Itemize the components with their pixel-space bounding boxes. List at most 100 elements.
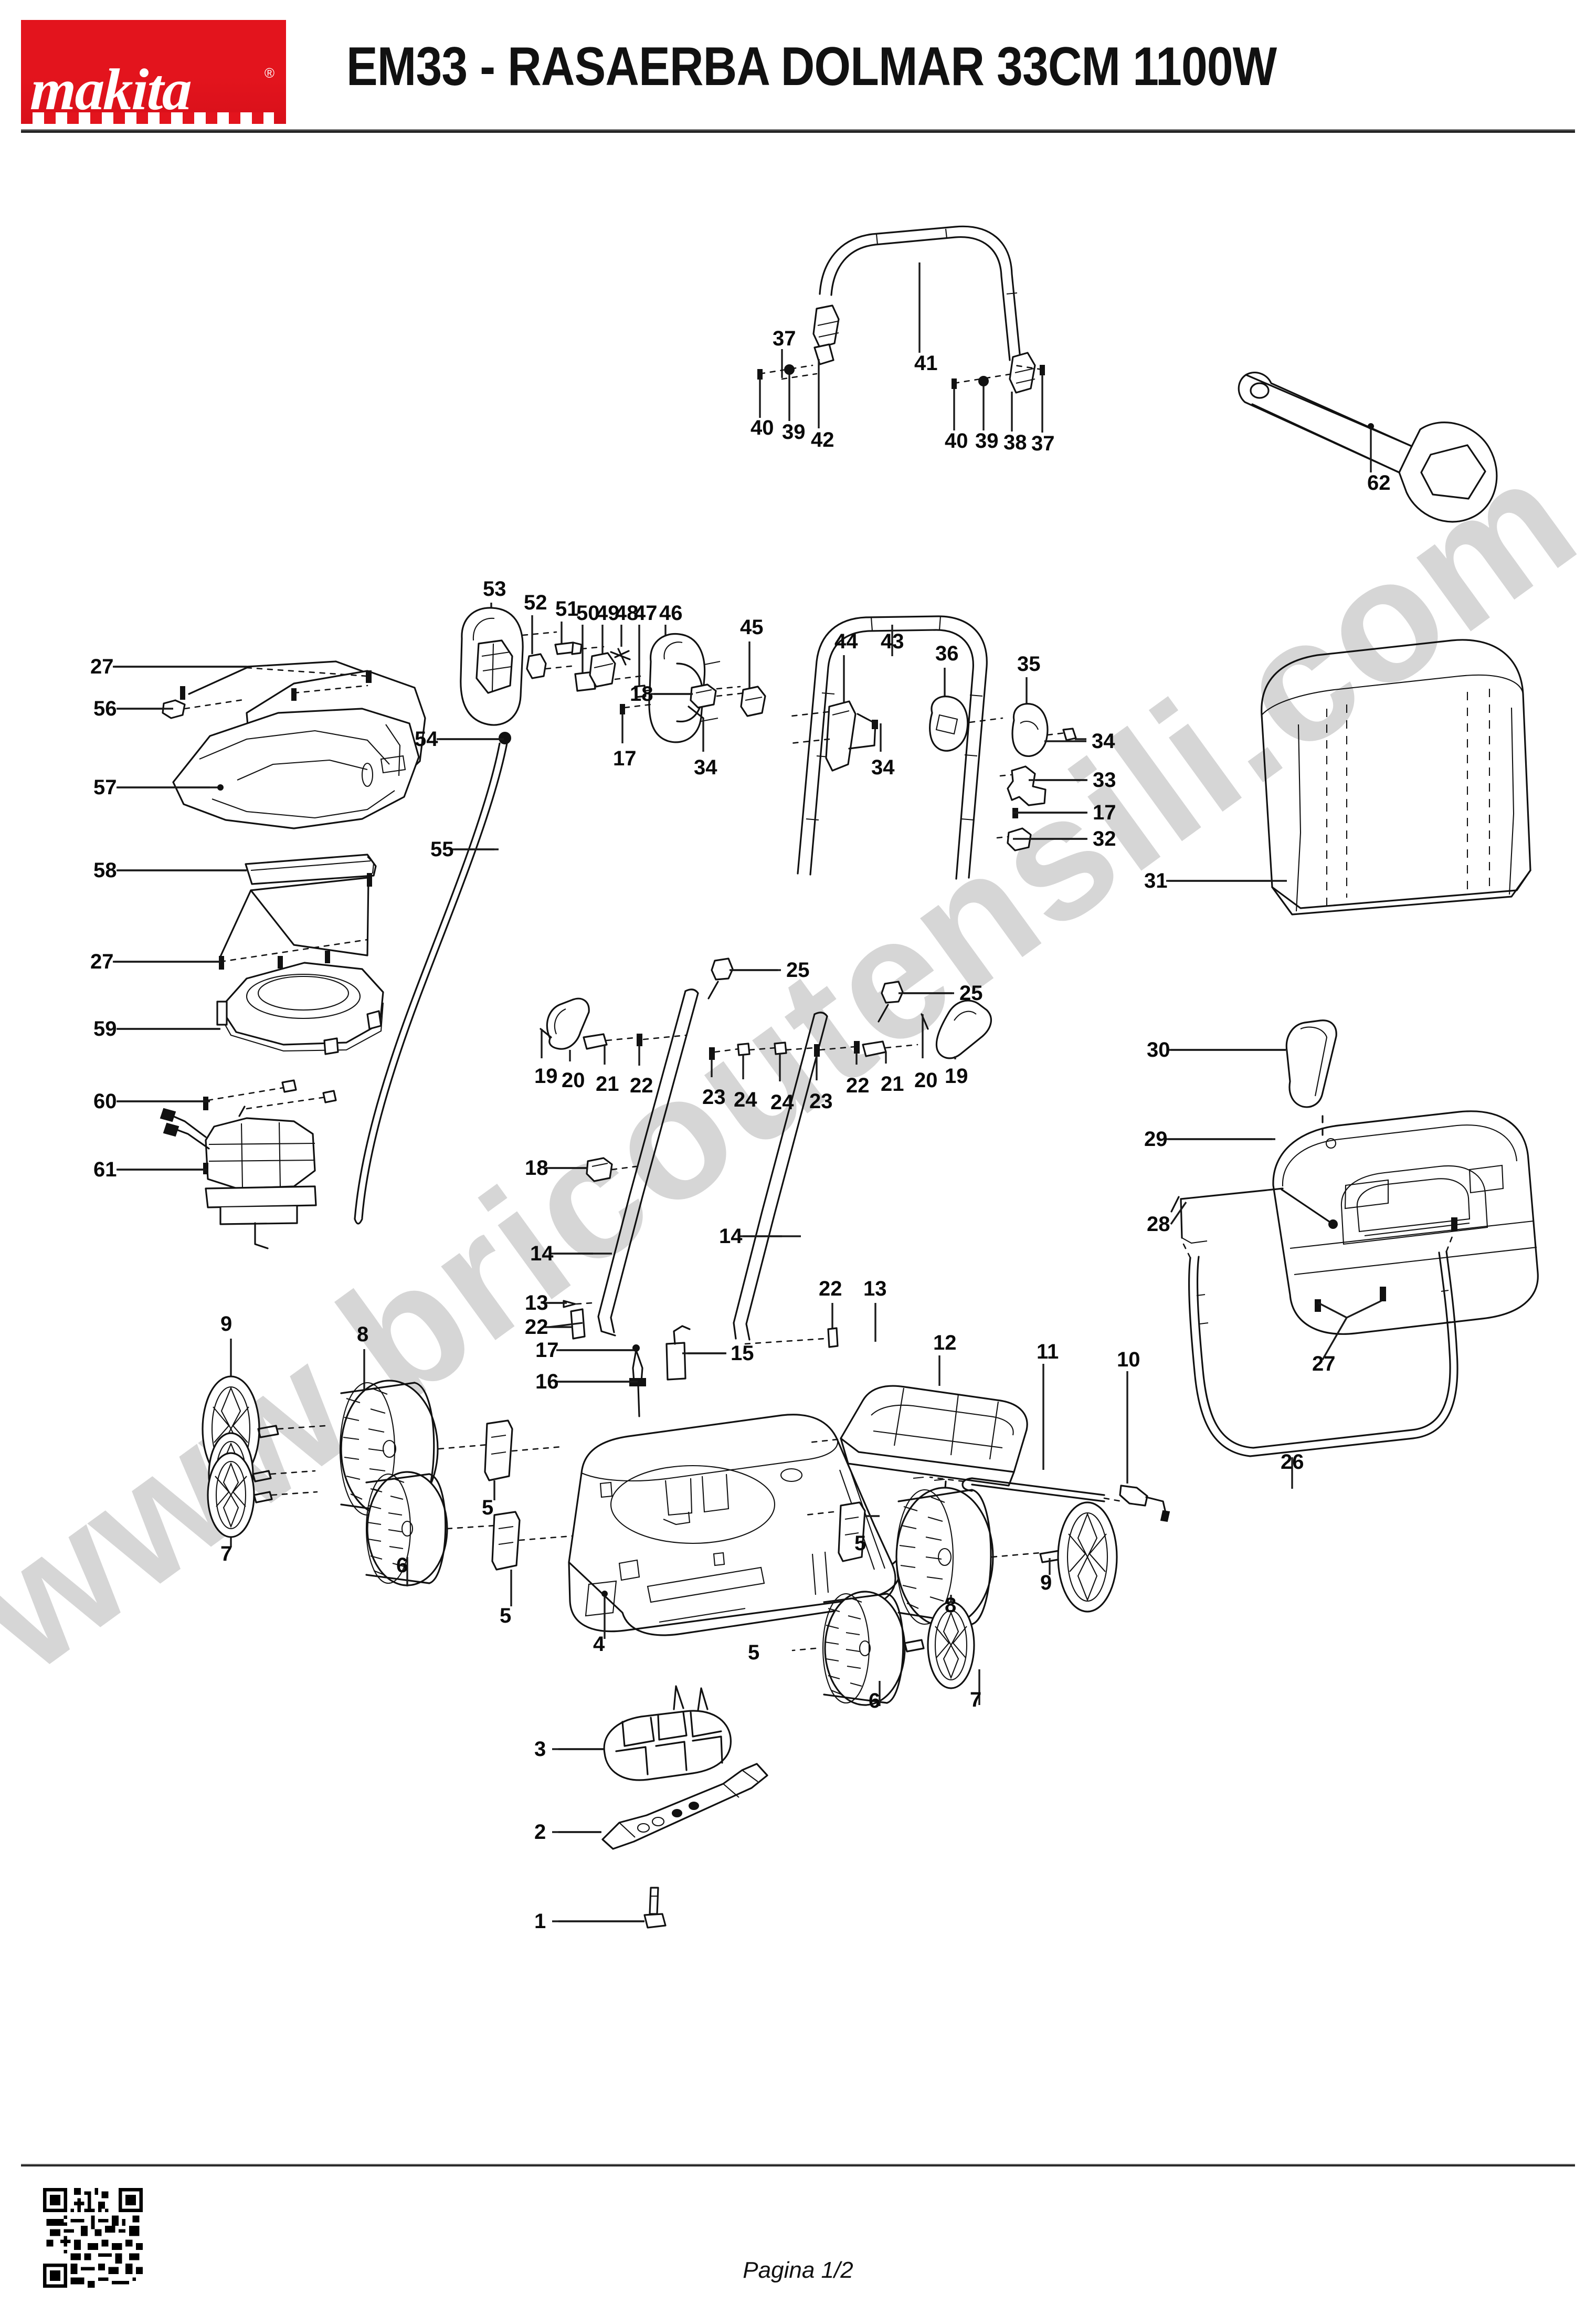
callout-number-51: 51: [555, 597, 579, 620]
callout-number-20: 20: [914, 1069, 938, 1092]
callout-number-5: 5: [748, 1641, 760, 1664]
callout-number-16: 16: [535, 1370, 559, 1393]
callout-number-35: 35: [1017, 653, 1041, 676]
callout-number-29: 29: [1144, 1128, 1168, 1151]
callout-number-24: 24: [770, 1091, 794, 1114]
callout-number-5: 5: [854, 1532, 866, 1555]
callout-number-50: 50: [576, 602, 600, 625]
callout-number-60: 60: [93, 1090, 117, 1113]
callout-number-6: 6: [396, 1554, 408, 1577]
callout-number-38: 38: [1003, 431, 1027, 454]
callout-number-10: 10: [1117, 1348, 1140, 1371]
callout-number-45: 45: [740, 616, 764, 639]
callout-number-14: 14: [530, 1242, 554, 1265]
callout-number-22: 22: [819, 1277, 842, 1300]
callout-number-13: 13: [863, 1277, 887, 1300]
callout-number-17: 17: [1093, 801, 1116, 824]
page-title: EM33 - RASAERBA DOLMAR 33CM 1100W: [346, 36, 1277, 97]
callout-number-33: 33: [1093, 769, 1116, 792]
callout-number-2: 2: [534, 1821, 546, 1844]
callout-number-15: 15: [731, 1342, 754, 1365]
callout-number-43: 43: [881, 630, 904, 653]
callout-number-47: 47: [634, 602, 658, 625]
callout-number-34: 34: [1092, 730, 1115, 753]
callout-number-17: 17: [535, 1339, 559, 1362]
callout-number-37: 37: [773, 327, 796, 350]
callout-number-8: 8: [945, 1594, 957, 1617]
callout-number-62: 62: [1367, 471, 1391, 495]
callout-number-21: 21: [596, 1072, 619, 1096]
callout-number-20: 20: [562, 1069, 585, 1092]
callout-number-23: 23: [702, 1086, 726, 1109]
callout-number-1: 1: [534, 1910, 546, 1933]
callout-number-14: 14: [719, 1225, 743, 1248]
callout-number-30: 30: [1147, 1038, 1170, 1061]
callout-number-19: 19: [945, 1065, 968, 1088]
callout-number-22: 22: [846, 1074, 870, 1097]
callout-number-54: 54: [415, 728, 438, 751]
callout-number-31: 31: [1144, 869, 1168, 892]
callout-number-46: 46: [659, 602, 683, 625]
callout-number-57: 57: [93, 776, 117, 799]
callout-number-42: 42: [811, 428, 834, 451]
callout-number-6: 6: [869, 1689, 881, 1712]
callout-number-13: 13: [525, 1291, 548, 1314]
callout-number-32: 32: [1093, 827, 1116, 850]
callout-number-36: 36: [935, 642, 959, 665]
page-number-label: Pagina 1/2: [743, 2257, 853, 2283]
callout-number-52: 52: [524, 591, 547, 614]
callout-number-41: 41: [914, 352, 938, 375]
callout-number-5: 5: [500, 1604, 512, 1627]
callout-number-17: 17: [613, 747, 637, 770]
callout-number-28: 28: [1147, 1213, 1170, 1236]
callout-number-27: 27: [90, 950, 114, 973]
callout-number-11: 11: [1037, 1340, 1059, 1363]
logo-slash-pattern: [33, 112, 274, 124]
callout-number-55: 55: [430, 838, 454, 861]
callout-number-22: 22: [525, 1316, 548, 1339]
callout-number-37: 37: [1031, 432, 1055, 455]
callout-leader-lines: [114, 666, 1286, 1922]
callout-number-25: 25: [786, 959, 810, 982]
qr-code-icon[interactable]: [43, 2188, 143, 2288]
callout-number-40: 40: [945, 429, 968, 453]
callout-number-3: 3: [534, 1738, 546, 1761]
callout-number-4: 4: [593, 1633, 605, 1656]
callout-number-24: 24: [734, 1088, 757, 1111]
callout-number-48: 48: [615, 602, 639, 625]
callout-number-19: 19: [534, 1065, 558, 1088]
callout-number-34: 34: [694, 756, 717, 779]
callout-number-9: 9: [220, 1312, 232, 1335]
callout-number-27: 27: [90, 655, 114, 678]
callout-number-9: 9: [1040, 1571, 1052, 1594]
callout-number-34: 34: [871, 756, 895, 779]
callout-number-18: 18: [630, 682, 653, 706]
registered-trademark-icon: ®: [264, 65, 274, 81]
callout-number-27: 27: [1312, 1352, 1336, 1375]
callout-number-39: 39: [782, 420, 806, 444]
callout-number-8: 8: [357, 1323, 369, 1346]
callout-number-53: 53: [483, 577, 506, 601]
callout-number-7: 7: [220, 1542, 232, 1565]
callout-number-18: 18: [525, 1156, 548, 1180]
callout-number-39: 39: [975, 429, 999, 453]
callout-number-22: 22: [630, 1074, 653, 1097]
callout-number-44: 44: [834, 630, 858, 653]
page-header: makita ® EM33 - RASAERBA DOLMAR 33CM 110…: [0, 0, 1596, 136]
callout-number-23: 23: [809, 1090, 833, 1113]
callout-number-49: 49: [596, 602, 620, 625]
callout-number-7: 7: [970, 1688, 982, 1711]
header-divider: [21, 129, 1575, 133]
callout-number-26: 26: [1281, 1450, 1304, 1474]
callout-number-59: 59: [93, 1017, 117, 1040]
makita-logo: makita ®: [21, 20, 286, 124]
callout-number-5: 5: [482, 1496, 494, 1519]
callout-number-61: 61: [93, 1158, 117, 1181]
footer-divider: [21, 2164, 1575, 2166]
callout-number-21: 21: [881, 1072, 904, 1096]
callout-number-40: 40: [751, 416, 774, 439]
callout-number-25: 25: [959, 982, 983, 1005]
callout-number-56: 56: [93, 697, 117, 720]
callout-number-58: 58: [93, 859, 117, 882]
exploded-parts-diagram: .ln{fill:none;stroke:#111;stroke-width:3…: [0, 136, 1596, 2163]
